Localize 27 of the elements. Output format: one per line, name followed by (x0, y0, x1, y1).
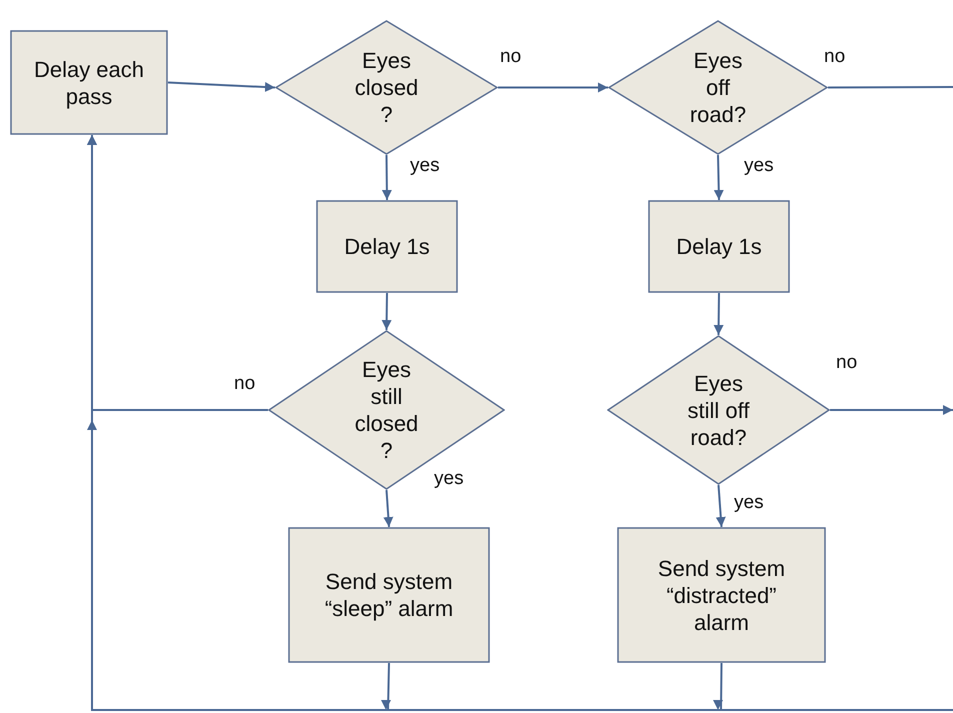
decision-diamond (607, 335, 830, 485)
node-text: Delay 1s (675, 233, 763, 260)
arrow (87, 135, 953, 711)
node-text: Send system “distracted” alarm (656, 554, 786, 636)
process-box (288, 527, 490, 663)
process-box (316, 200, 458, 293)
arrow (168, 82, 276, 92)
node-text: Send system “sleep” alarm (324, 568, 454, 622)
arrow (830, 405, 953, 415)
decision-diamond (275, 20, 498, 155)
arrow (716, 484, 726, 528)
arrow (383, 490, 394, 528)
node-text: Eyes still closed ? (354, 356, 420, 464)
node-text: Eyes closed ? (354, 47, 420, 128)
node-text: Delay 1s (343, 233, 431, 260)
process-box (10, 30, 168, 135)
process-box (617, 527, 826, 663)
arrow (382, 292, 392, 330)
arrow (498, 82, 608, 92)
node-text: Eyes still off road? (686, 370, 750, 450)
arrow (714, 292, 724, 336)
node-text: Delay each pass (32, 56, 146, 110)
node-text: Eyes off road? (688, 47, 748, 128)
arrow (382, 154, 392, 200)
process-box (648, 200, 790, 293)
arrow (714, 154, 724, 200)
decision-diamond (268, 330, 505, 490)
